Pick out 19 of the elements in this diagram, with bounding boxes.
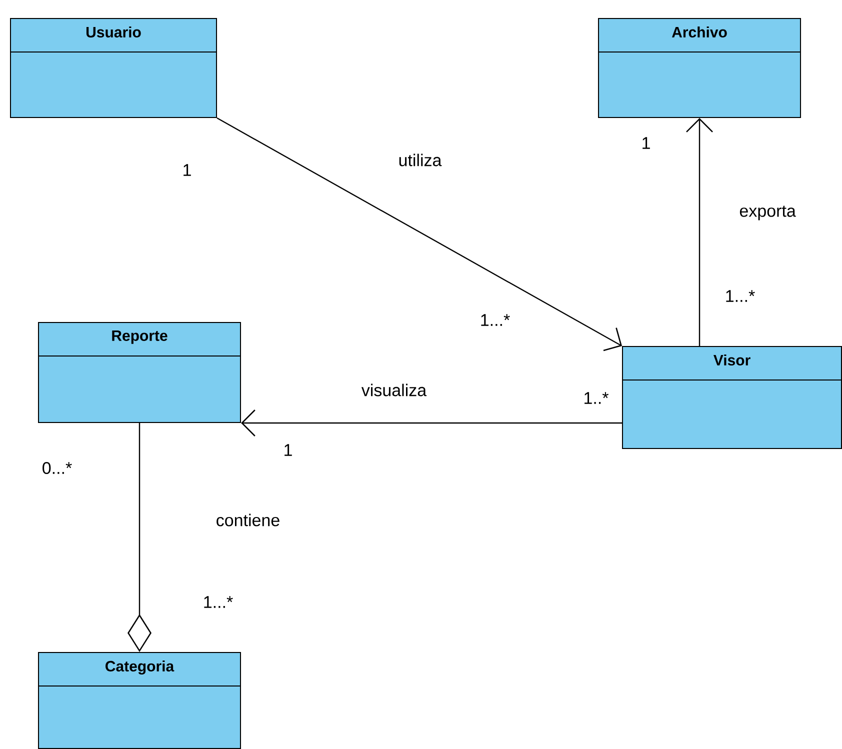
class-box: Archivo xyxy=(598,18,802,118)
multiplicity-label: 1 xyxy=(642,137,650,149)
edge-label: exporta xyxy=(738,204,797,222)
multiplicity-label: 1 xyxy=(284,444,292,456)
multiplicity-label: 0...* xyxy=(42,462,72,474)
class-box: Visor xyxy=(622,346,842,449)
edge-label: visualiza xyxy=(360,382,428,398)
edge-label: contiene xyxy=(214,512,282,528)
association-line xyxy=(686,118,713,346)
class-box: Reporte xyxy=(38,322,241,423)
edge-label: utiliza xyxy=(397,152,443,168)
association-line xyxy=(216,117,622,352)
multiplicity-label: 1 xyxy=(184,164,191,176)
class-box: Categoria xyxy=(38,652,241,749)
multiplicity-label: 1...* xyxy=(204,596,233,608)
multiplicity-label: 1...* xyxy=(726,290,755,302)
association-line xyxy=(241,410,622,436)
multiplicity-label: 1...* xyxy=(481,314,510,326)
class-box: Usuario xyxy=(10,18,217,118)
